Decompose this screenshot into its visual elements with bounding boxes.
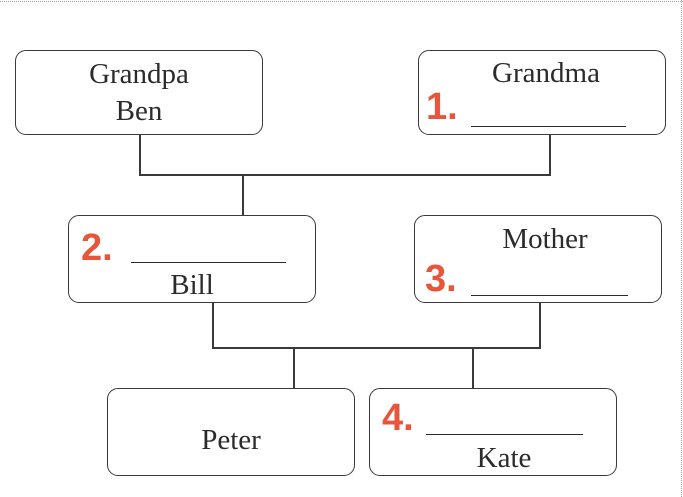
node-mother: Mother 3. (414, 215, 662, 303)
mother-title: Mother (502, 223, 588, 255)
blank-number-2: 2. (81, 227, 113, 269)
answer-blank-1[interactable] (471, 126, 626, 127)
connector-to-father (242, 174, 244, 216)
grandpa-title: Grandpa (89, 58, 189, 90)
dotted-right-border (681, 0, 682, 497)
node-grandpa: Grandpa Ben (15, 50, 263, 135)
connector-to-kate (472, 347, 474, 389)
connector-mother-down (539, 302, 541, 348)
connector-to-peter (293, 347, 295, 389)
connector-father-down (212, 302, 214, 348)
blank-number-1: 1. (426, 86, 458, 128)
grandpa-name: Ben (115, 95, 163, 127)
connector-grandpa-down (139, 134, 141, 175)
node-father: 2. Bill (68, 215, 316, 303)
father-name: Bill (170, 269, 214, 301)
blank-number-3: 3. (425, 258, 457, 300)
grandma-title: Grandma (492, 57, 600, 89)
answer-blank-4[interactable] (426, 434, 583, 435)
connector-grandma-down (549, 134, 551, 175)
connector-grandparents-bar (139, 174, 551, 176)
kate-name: Kate (476, 442, 532, 474)
node-grandma: Grandma 1. (418, 50, 666, 135)
peter-name: Peter (201, 424, 261, 456)
blank-number-4: 4. (382, 397, 414, 439)
node-peter: Peter (107, 388, 355, 476)
answer-blank-2[interactable] (131, 262, 286, 263)
node-kate: 4. Kate (369, 388, 617, 476)
connector-parents-bar (212, 347, 541, 349)
answer-blank-3[interactable] (471, 295, 628, 296)
dotted-top-border (0, 1, 683, 2)
